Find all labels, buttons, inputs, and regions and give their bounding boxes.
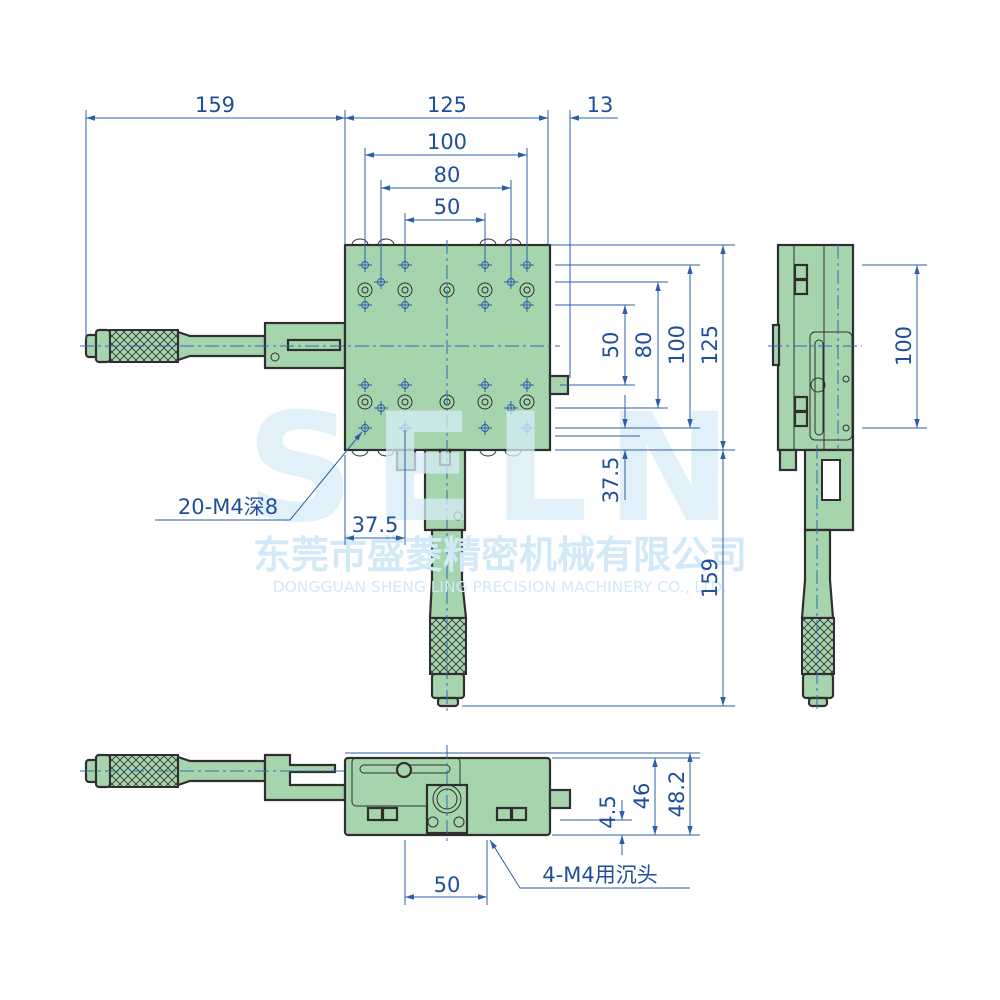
dim-overall-left: 159 xyxy=(195,93,235,117)
dimensions: 159 125 13 100 80 50 50 80 100 125 37.5 … xyxy=(85,93,927,905)
counterbore-inner xyxy=(361,398,369,406)
watermark-company-cn: 东莞市盛菱精密机械有限公司 xyxy=(253,533,747,577)
dim-width: 125 xyxy=(427,93,467,117)
hole-crosshair xyxy=(478,378,492,392)
callout-4-m4: 4-M4用沉头 xyxy=(542,863,657,887)
hole-crosshair xyxy=(358,421,372,435)
counterbore-inner xyxy=(401,286,409,294)
lock-knob-bottom xyxy=(395,448,417,472)
hole-crosshair xyxy=(504,401,518,415)
bottom-micrometer xyxy=(423,448,468,708)
callout-20-m4: 20-M4深8 xyxy=(178,495,278,519)
counterbore-hole xyxy=(477,394,493,410)
hole-crosshair xyxy=(398,298,412,312)
dim-v-50: 50 xyxy=(599,332,623,359)
counterbore-hole xyxy=(519,394,535,410)
dim-v-37-5: 37.5 xyxy=(599,457,623,504)
front-dim-46: 46 xyxy=(630,783,654,810)
front-dim-50: 50 xyxy=(434,873,461,897)
hole-crosshair xyxy=(374,401,388,415)
front-dim-4-5: 4.5 xyxy=(596,795,620,828)
counterbore-hole xyxy=(357,394,373,410)
hole-crosshair xyxy=(358,378,372,392)
counterbore-inner xyxy=(481,398,489,406)
top-view xyxy=(80,238,570,712)
counterbore-hole xyxy=(397,282,413,298)
mounting-holes xyxy=(357,258,535,435)
counterbore-hole xyxy=(519,282,535,298)
hole-crosshair xyxy=(358,298,372,312)
hole-crosshair xyxy=(478,298,492,312)
dim-hole-80: 80 xyxy=(434,163,461,187)
counterbore-inner xyxy=(481,286,489,294)
counterbore-inner xyxy=(401,398,409,406)
counterbore-inner xyxy=(523,398,531,406)
counterbore-hole xyxy=(357,282,373,298)
hole-crosshair xyxy=(520,298,534,312)
hole-crosshair xyxy=(478,421,492,435)
dim-v-80: 80 xyxy=(632,332,656,359)
dim-hole-100: 100 xyxy=(427,130,467,154)
counterbore-inner xyxy=(523,286,531,294)
dim-v-159: 159 xyxy=(698,558,722,598)
side-dim-v-100: 100 xyxy=(892,326,916,366)
hole-crosshair xyxy=(520,378,534,392)
front-dim-48-2: 48.2 xyxy=(665,771,689,818)
dim-h-37-5: 37.5 xyxy=(352,513,399,537)
hole-crosshair xyxy=(398,378,412,392)
watermark-company-en: DONGGUAN SHENG LING PRECISION MACHINERY … xyxy=(273,578,728,596)
dim-v-100: 100 xyxy=(665,325,689,365)
front-view xyxy=(80,745,572,845)
hole-crosshair xyxy=(520,421,534,435)
side-view xyxy=(768,243,862,712)
dim-right-knob: 13 xyxy=(587,93,614,117)
watermark-logo: SELN xyxy=(246,382,750,556)
counterbore-hole xyxy=(397,394,413,410)
counterbore-inner xyxy=(361,286,369,294)
watermark: SELN 东莞市盛菱精密机械有限公司 DONGGUAN SHENG LING P… xyxy=(246,382,750,596)
dim-v-125: 125 xyxy=(698,325,722,365)
dim-hole-50: 50 xyxy=(434,195,461,219)
counterbore-hole xyxy=(477,282,493,298)
